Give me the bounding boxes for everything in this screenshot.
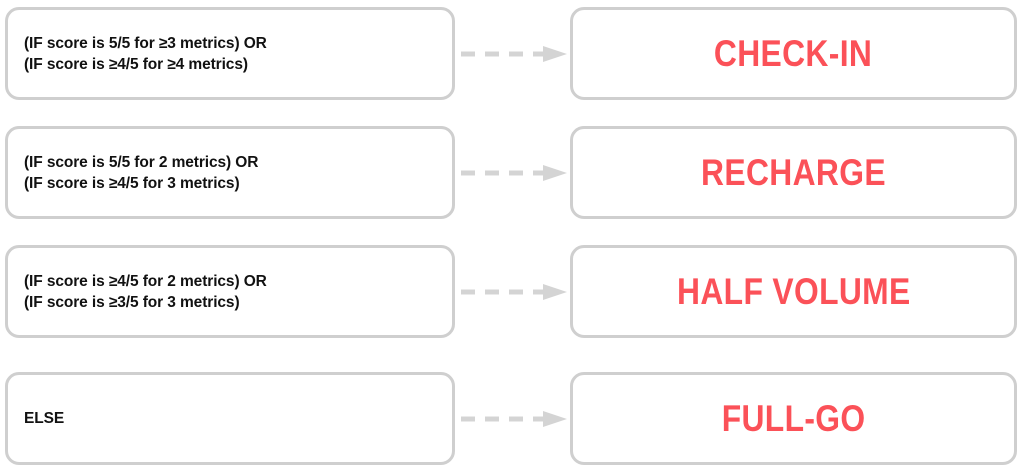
outcome-label: FULL-GO [721, 397, 866, 439]
outcome-label: CHECK-IN [714, 32, 873, 74]
condition-text: ELSE [24, 410, 65, 427]
outcome-label: HALF VOLUME [676, 270, 911, 312]
rule-row: (IF score is ≥4/5 for 2 metrics) OR (IF … [0, 245, 1024, 338]
condition-box[interactable]: ELSE [5, 372, 455, 465]
outcome-box[interactable]: HALF VOLUME [570, 245, 1017, 338]
condition-text: (IF score is 5/5 for 2 metrics) OR (IF s… [24, 153, 259, 192]
dashed-arrow-right-icon [455, 126, 570, 219]
rule-row: (IF score is 5/5 for 2 metrics) OR (IF s… [0, 126, 1024, 219]
dashed-arrow-right-icon [455, 7, 570, 100]
condition-box[interactable]: (IF score is 5/5 for ≥3 metrics) OR (IF … [5, 7, 455, 100]
outcome-box[interactable]: RECHARGE [570, 126, 1017, 219]
condition-text: (IF score is 5/5 for ≥3 metrics) OR (IF … [24, 34, 267, 73]
condition-box[interactable]: (IF score is ≥4/5 for 2 metrics) OR (IF … [5, 245, 455, 338]
rule-row: (IF score is 5/5 for ≥3 metrics) OR (IF … [0, 7, 1024, 100]
outcome-label: RECHARGE [701, 151, 886, 193]
dashed-arrow-right-icon [455, 245, 570, 338]
outcome-box[interactable]: FULL-GO [570, 372, 1017, 465]
condition-text: (IF score is ≥4/5 for 2 metrics) OR (IF … [24, 272, 267, 311]
dashed-arrow-right-icon [455, 372, 570, 465]
rule-row: ELSE FULL-GO [0, 372, 1024, 465]
outcome-box[interactable]: CHECK-IN [570, 7, 1017, 100]
condition-box[interactable]: (IF score is 5/5 for 2 metrics) OR (IF s… [5, 126, 455, 219]
